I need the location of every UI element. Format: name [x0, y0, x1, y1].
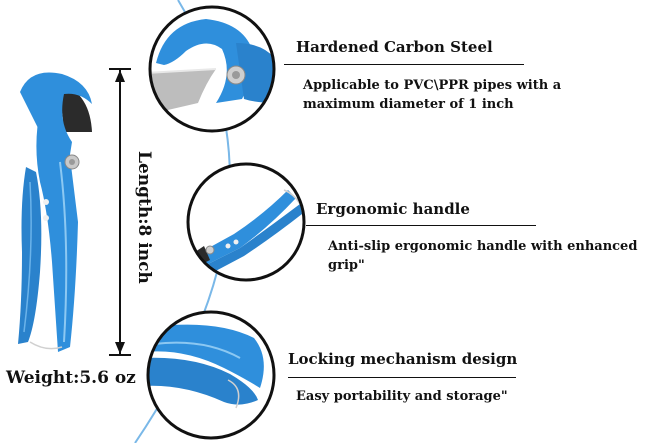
feature-divider-lock	[288, 377, 516, 378]
weight-label: Weight:5.6 oz	[6, 368, 136, 388]
length-label: Length:8 inch	[134, 151, 154, 284]
feature-divider-steel	[284, 64, 524, 65]
feature-title-lock: Locking mechanism design	[288, 350, 518, 368]
length-dimension-line	[109, 68, 131, 356]
feature-divider-handle	[306, 225, 536, 226]
feature-title-handle: Ergonomic handle	[316, 200, 470, 218]
pipe-cutter-image	[18, 72, 92, 352]
feature-title-steel: Hardened Carbon Steel	[296, 38, 493, 56]
blade-closeup-icon	[148, 5, 276, 133]
feature-desc-lock: Easy portability and storage"	[296, 389, 508, 404]
feature-desc-steel: Applicable to PVC\PPR pipes with a maxim…	[303, 78, 562, 112]
handle-closeup-icon	[186, 162, 306, 282]
lock-closeup-icon	[146, 310, 276, 440]
feature-desc-handle: Anti-slip ergonomic handle with enhanced…	[328, 239, 638, 273]
